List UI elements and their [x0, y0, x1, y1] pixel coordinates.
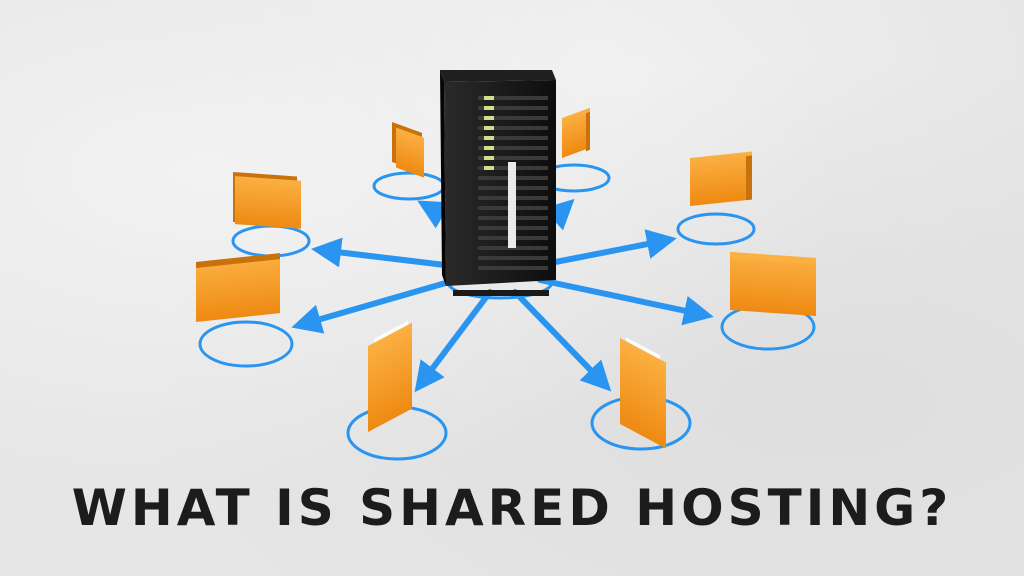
- folder-icon: [690, 151, 752, 206]
- folder-icon: [233, 172, 301, 229]
- folder-icon: [620, 337, 666, 449]
- arrow-icon: [537, 277, 714, 326]
- network-illustration: [196, 70, 816, 461]
- arrows: [291, 198, 714, 393]
- folders: [196, 107, 816, 449]
- folder-icon: [196, 253, 280, 322]
- ring-icon: [231, 224, 311, 258]
- ring-icon: [372, 171, 446, 201]
- server-light-strip: [508, 162, 516, 248]
- arrow-icon: [414, 289, 493, 393]
- folder-icon: [368, 320, 412, 432]
- server-leds: [484, 96, 494, 170]
- folder-icon: [392, 122, 424, 178]
- server-icon: [440, 70, 556, 296]
- arrow-icon: [512, 289, 612, 392]
- ring-icon: [198, 320, 294, 368]
- ring-icon: [676, 212, 756, 246]
- folder-icon: [730, 251, 816, 317]
- page-title: WHAT IS SHARED HOSTING?: [71, 479, 953, 537]
- arrow-icon: [291, 273, 473, 334]
- arrow-icon: [532, 229, 677, 269]
- folder-icon: [562, 107, 590, 158]
